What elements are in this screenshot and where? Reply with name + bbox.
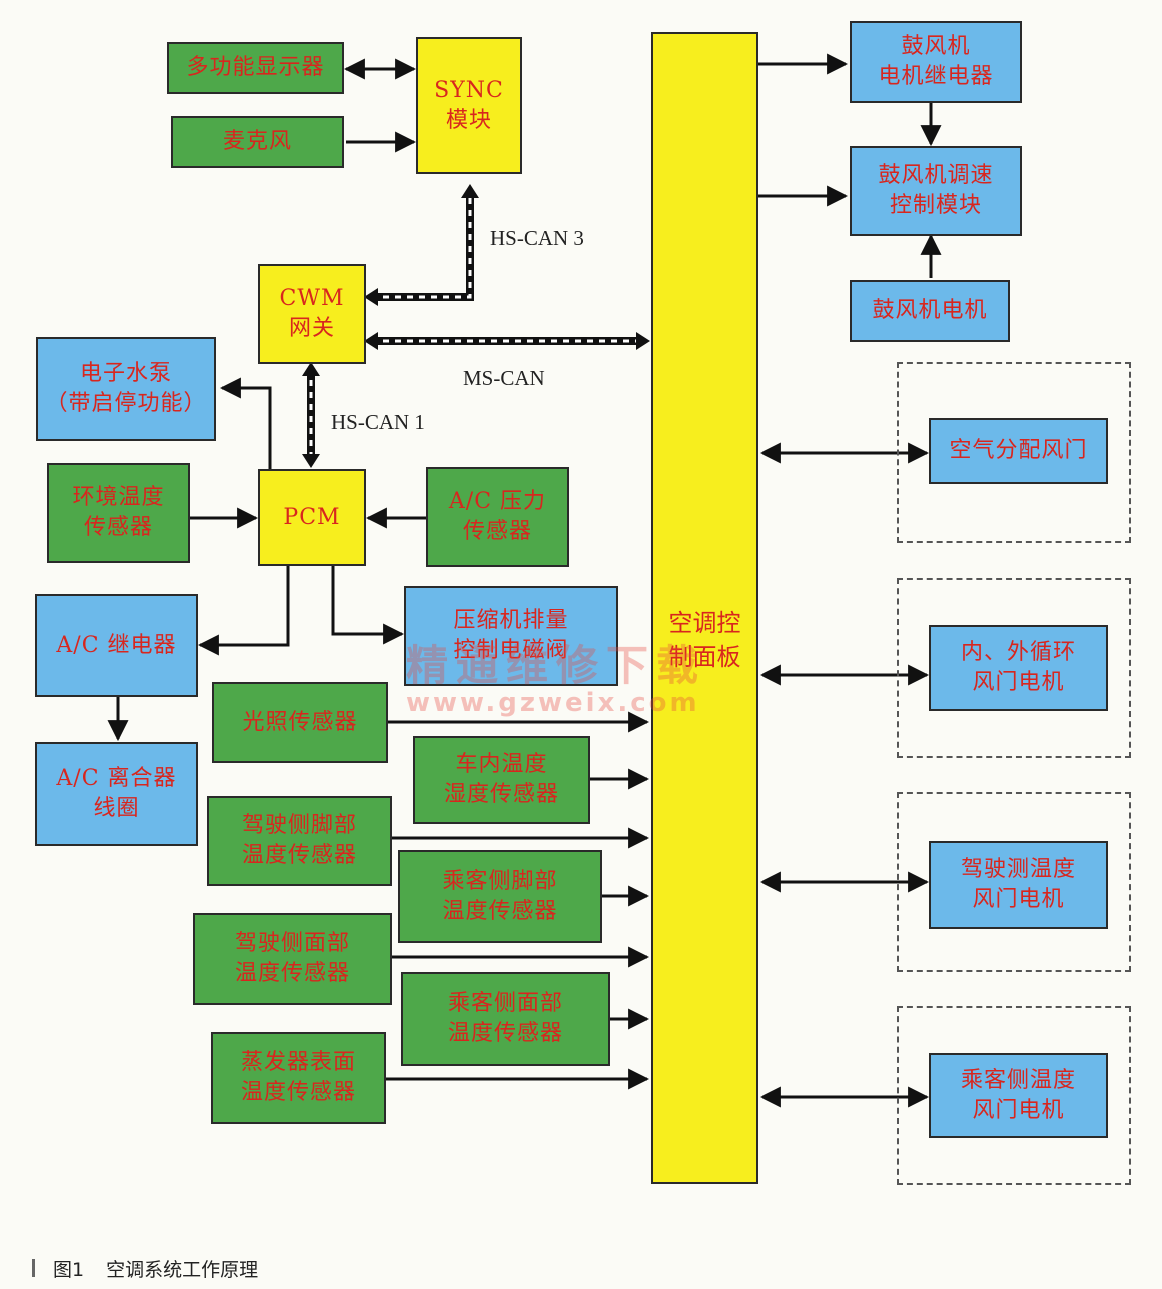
cabin-temp-humidity-sensor: 车内温度 湿度传感器 bbox=[413, 736, 590, 824]
bus-label-hs-can1: HS-CAN 1 bbox=[331, 410, 425, 434]
wire-pcm-pump bbox=[219, 377, 272, 469]
figure-caption: 图1 空调系统工作原理 bbox=[32, 1254, 258, 1282]
multi-function-display: 多功能显示器 bbox=[167, 42, 344, 94]
ambient-temp-sensor: 环境温度 传感器 bbox=[47, 463, 190, 563]
door-group-driver bbox=[897, 792, 1131, 972]
bus-label-ms-can: MS-CAN bbox=[463, 366, 545, 390]
door-group-passenger bbox=[897, 1006, 1131, 1185]
microphone: 麦克风 bbox=[171, 116, 344, 168]
recirculation-door-motor: 内、外循环 风门电机 bbox=[929, 625, 1108, 711]
evaporator-temp-sensor: 蒸发器表面 温度传感器 bbox=[211, 1032, 386, 1124]
bus-label-hs-can3: HS-CAN 3 bbox=[490, 226, 584, 250]
ac-pressure-sensor: A/C 压力 传感器 bbox=[426, 467, 569, 567]
bus-arrowhead bbox=[302, 362, 320, 376]
door-group-recirc bbox=[897, 578, 1131, 758]
wire-pcm-valve bbox=[331, 566, 405, 645]
driver-temp-door-motor: 驾驶测温度 风门电机 bbox=[929, 841, 1108, 929]
bus-arrowhead bbox=[364, 288, 378, 306]
sync-module: SYNC 模块 bbox=[416, 37, 522, 174]
figure-title: 空调系统工作原理 bbox=[106, 1258, 259, 1281]
door-group-air bbox=[897, 362, 1131, 543]
ac-relay: A/C 继电器 bbox=[35, 594, 198, 697]
passenger-temp-door-motor: 乘客侧温度 风门电机 bbox=[929, 1053, 1108, 1138]
blower-motor-relay: 鼓风机 电机继电器 bbox=[850, 21, 1022, 103]
driver-face-temp-sensor: 驾驶侧面部 温度传感器 bbox=[193, 913, 392, 1005]
blower-speed-control-module: 鼓风机调速 控制模块 bbox=[850, 146, 1022, 236]
passenger-foot-temp-sensor: 乘客侧脚部 温度传感器 bbox=[398, 850, 602, 943]
pcm-module: PCM bbox=[258, 469, 366, 566]
blower-motor: 鼓风机电机 bbox=[850, 280, 1010, 342]
wire-pcm-acrelay bbox=[197, 566, 290, 656]
hvac-control-panel-label: 空调控 制面板 bbox=[668, 609, 741, 671]
hvac-control-panel bbox=[651, 32, 758, 1184]
bus-arrowhead bbox=[364, 332, 378, 350]
sunlight-sensor: 光照传感器 bbox=[212, 682, 388, 763]
air-distribution-door: 空气分配风门 bbox=[929, 418, 1108, 484]
caption-marker bbox=[32, 1259, 35, 1277]
bus-arrowhead bbox=[302, 454, 320, 468]
passenger-face-temp-sensor: 乘客侧面部 温度传感器 bbox=[401, 972, 610, 1066]
driver-foot-temp-sensor: 驾驶侧脚部 温度传感器 bbox=[207, 796, 392, 886]
electric-water-pump: 电子水泵 （带启停功能） bbox=[36, 337, 216, 441]
figure-number: 图1 bbox=[53, 1258, 85, 1281]
cwm-gateway: CWM 网关 bbox=[258, 264, 366, 364]
compressor-control-valve: 压缩机排量 控制电磁阀 bbox=[404, 586, 618, 686]
bus-hs-can3 bbox=[371, 196, 474, 301]
bus-arrowhead bbox=[636, 332, 650, 350]
ac-clutch-coil: A/C 离合器 线圈 bbox=[35, 742, 198, 846]
bus-arrowhead bbox=[461, 184, 479, 198]
